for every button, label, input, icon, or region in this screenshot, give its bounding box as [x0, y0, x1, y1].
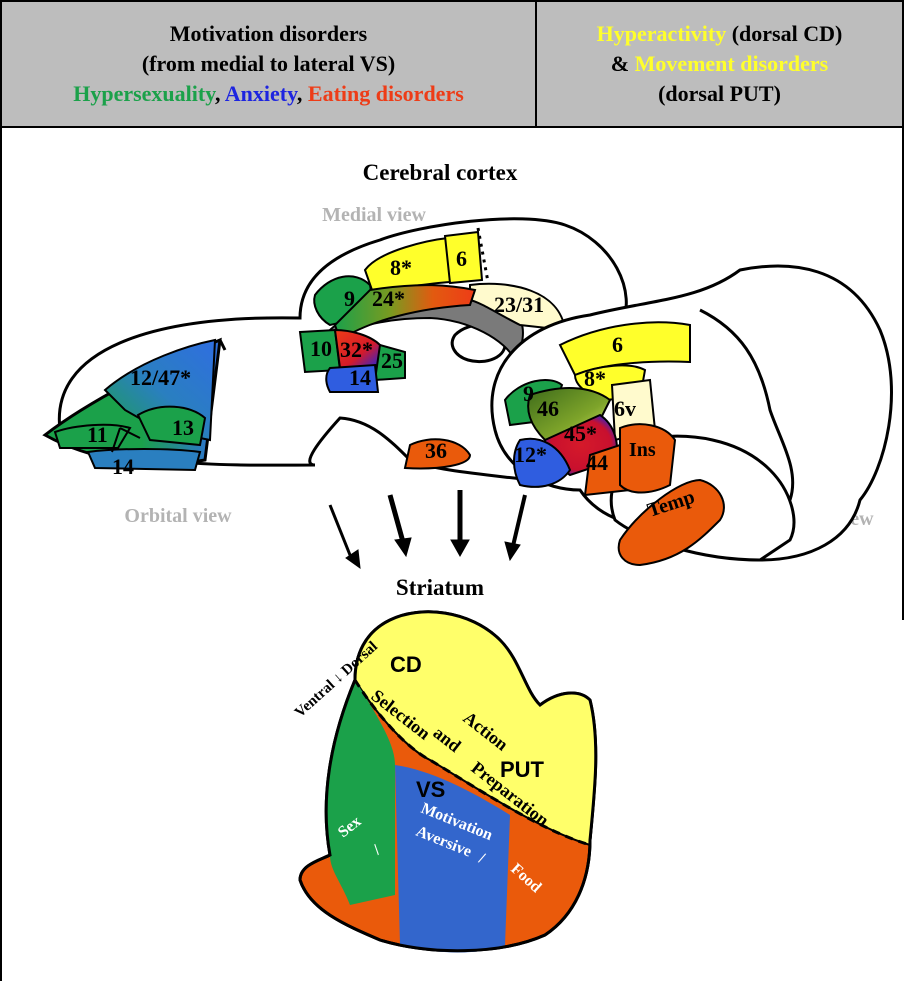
- orbital-area-14: 14: [112, 454, 134, 479]
- lateral-area-45: 45*: [564, 421, 597, 446]
- lateral-area-8: 8*: [584, 366, 606, 391]
- striatum-vs-label: VS: [416, 777, 445, 802]
- projection-arrows: [330, 490, 525, 568]
- medial-view-label: Medial view: [322, 204, 426, 226]
- arrow-2: [390, 495, 411, 556]
- medial-area-24: 24*: [372, 286, 405, 311]
- medial-area-6: 6: [456, 246, 467, 271]
- medial-area-14: 14: [349, 365, 371, 390]
- lateral-area-12: 12*: [514, 442, 547, 467]
- medial-area-25: 25: [381, 348, 403, 373]
- orbital-area-11: 11: [87, 422, 108, 447]
- cortex-title: Cerebral cortex: [363, 160, 518, 185]
- orbital-view-label: Orbital view: [124, 505, 232, 527]
- medial-area-32: 32*: [340, 337, 373, 362]
- lateral-area-ins: Ins: [629, 439, 656, 461]
- orbital-area-12-47: 12/47*: [130, 365, 191, 390]
- medial-area-10: 10: [310, 336, 332, 361]
- arrow-1: [330, 505, 360, 568]
- orbital-area-13: 13: [172, 415, 194, 440]
- striatum-cd-label: CD: [390, 652, 422, 677]
- lateral-area-6: 6: [612, 332, 623, 357]
- medial-area-8: 8*: [390, 255, 412, 280]
- arrow-3: [451, 490, 469, 556]
- arrow-4: [505, 495, 525, 560]
- medial-area-23-31: 23/31: [494, 292, 544, 317]
- lateral-area-6v: 6v: [614, 396, 636, 421]
- striatum-title: Striatum: [396, 575, 484, 600]
- medial-area-9: 9: [344, 286, 355, 311]
- medial-area-36: 36: [425, 438, 447, 463]
- lateral-area-46: 46: [537, 396, 559, 421]
- lateral-area-9: 9: [523, 381, 534, 406]
- lateral-area-44: 44: [586, 450, 608, 475]
